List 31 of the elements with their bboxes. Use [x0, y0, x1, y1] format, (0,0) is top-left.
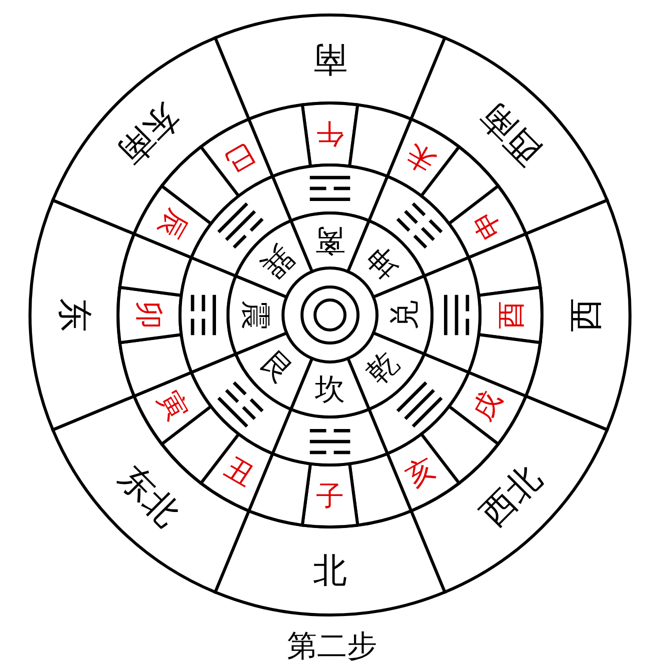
branch-label: 酉: [494, 301, 528, 329]
branch-label: 午: [316, 118, 344, 150]
direction-label: 东北: [110, 458, 188, 534]
direction-label: 东南: [110, 96, 188, 172]
branch-label: 申: [465, 204, 508, 245]
trigram-symbol-label: ☳: [184, 290, 224, 340]
trigram-name-label: 兑: [388, 300, 422, 330]
branch-label: 卯: [132, 301, 166, 329]
branch-label: 子: [316, 480, 344, 512]
trigram-symbol-label: ☲: [305, 168, 355, 210]
direction-label: 西北: [472, 458, 550, 534]
trigram-name-label: 乾: [360, 345, 406, 392]
trigram-symbol-label: ☵: [305, 420, 355, 462]
caption: 第二步: [286, 628, 378, 666]
direction-label: 西: [566, 298, 606, 332]
branch-label: 丑: [219, 450, 260, 494]
direction-label: 北: [313, 551, 347, 591]
trigram-name-label: 震: [238, 300, 272, 330]
branch-label: 未: [400, 136, 441, 180]
direction-label: 西南: [472, 96, 550, 172]
branch-label: 亥: [400, 450, 441, 494]
trigram-symbol-label: ☱: [436, 290, 476, 340]
branch-label: 寅: [152, 385, 195, 426]
direction-label: 南: [313, 39, 347, 79]
trigram-name-label: 坤: [360, 238, 406, 285]
branch-label: 戌: [465, 385, 508, 426]
branch-label: 辰: [152, 204, 195, 245]
branch-label: 巳: [219, 136, 260, 180]
trigram-name-label: 坎: [315, 372, 345, 408]
direction-label: 东: [54, 298, 94, 332]
trigram-name-label: 离: [315, 222, 345, 258]
